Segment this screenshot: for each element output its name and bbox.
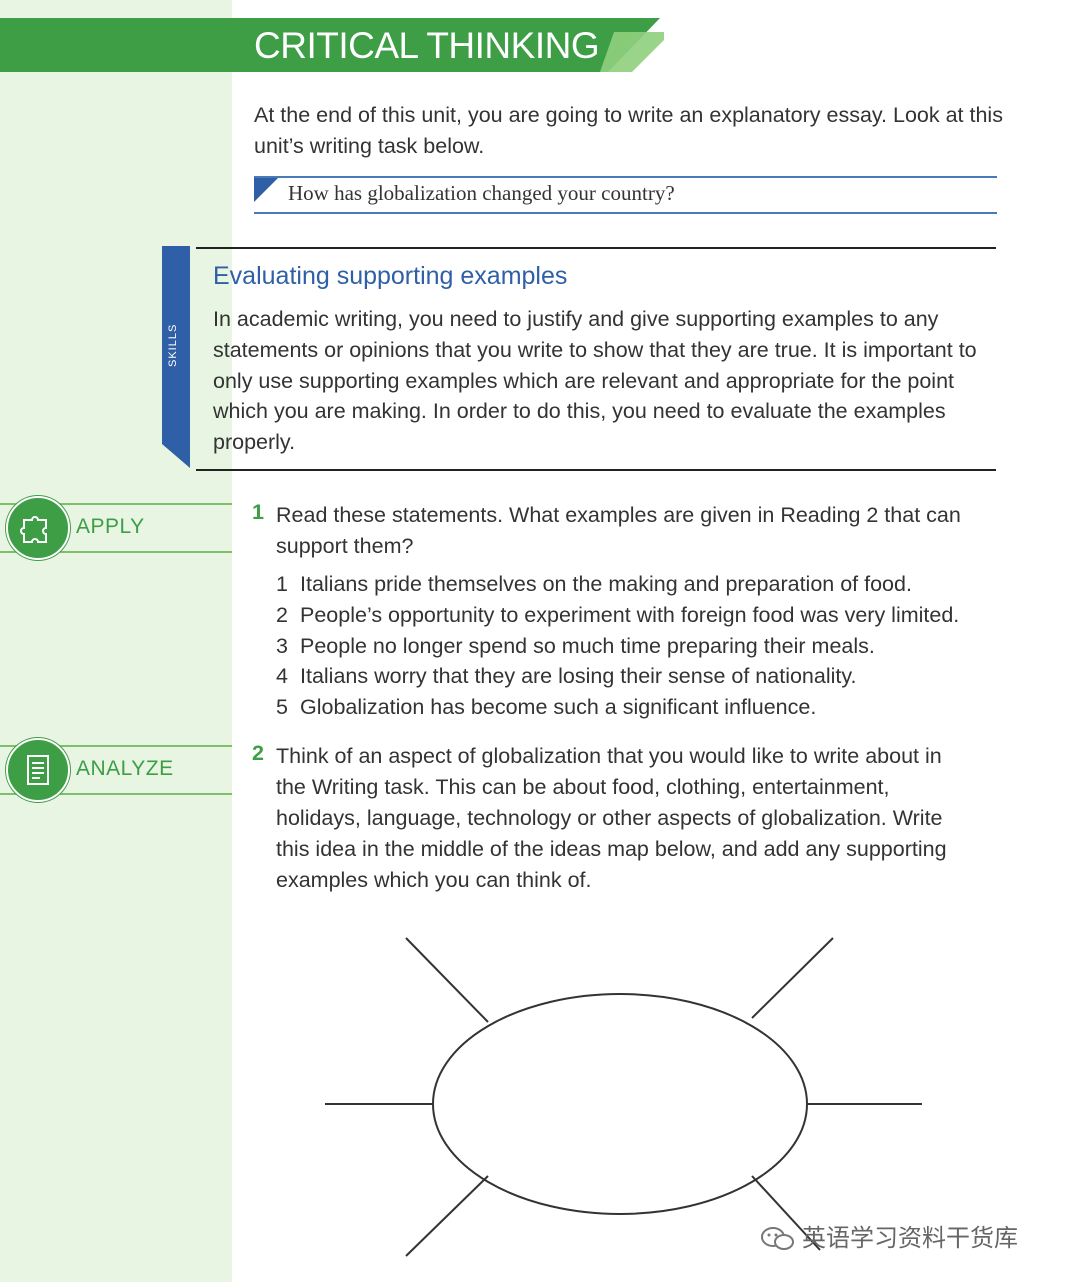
wechat-icon bbox=[761, 1227, 794, 1250]
exercise-1-number: 1 bbox=[252, 500, 264, 524]
ideas-map-center bbox=[432, 993, 808, 1215]
list-item: 3 People no longer spend so much time pre… bbox=[276, 631, 1036, 662]
document-list-icon bbox=[6, 738, 70, 802]
puzzle-icon bbox=[6, 496, 70, 560]
watermark-text: 英语学习资料干货库 bbox=[802, 1224, 1018, 1252]
exercise-1-instruction: Read these statements. What examples are… bbox=[276, 503, 961, 558]
watermark: 英语学习资料干货库 bbox=[760, 1218, 1018, 1253]
ideas-map-spoke bbox=[751, 1175, 821, 1251]
corner-triangle bbox=[254, 178, 278, 202]
list-item: 2 People’s opportunity to experiment with… bbox=[276, 600, 1036, 631]
apply-label-bar bbox=[0, 503, 232, 553]
list-item-text: Italians pride themselves on the making … bbox=[300, 572, 912, 596]
analyze-label: ANALYZE bbox=[76, 757, 174, 780]
skills-box bbox=[196, 247, 996, 471]
analyze-label-bar bbox=[0, 745, 232, 795]
statement-list: 1 Italians pride themselves on the making… bbox=[276, 569, 1036, 723]
list-item-text: Globalization has become such a signific… bbox=[300, 695, 817, 720]
skills-tab-label: SKILLS bbox=[167, 323, 179, 367]
header-banner bbox=[0, 18, 664, 72]
list-item: 4 Italians worry that they are losing the… bbox=[276, 661, 1036, 692]
list-item-text: People no longer spend so much time prep… bbox=[300, 633, 875, 658]
exercise-2-instruction: Think of an aspect of globalization that… bbox=[276, 744, 947, 892]
list-item-text: People’s opportunity to experiment with … bbox=[300, 602, 960, 627]
sidebar-background bbox=[0, 0, 232, 1282]
page-title: CRITICAL THINKING bbox=[254, 25, 600, 66]
list-item-number: 2 bbox=[276, 602, 288, 627]
writing-task-box: How has globalization changed your count… bbox=[254, 176, 997, 214]
list-item: 1 Italians pride themselves on the making… bbox=[276, 569, 1036, 600]
list-item-text: Italians worry that they are losing thei… bbox=[300, 664, 857, 689]
apply-label: APPLY bbox=[76, 515, 145, 538]
ideas-map-spoke bbox=[405, 937, 489, 1023]
writing-task-question: How has globalization changed your count… bbox=[288, 181, 675, 205]
list-item-number: 1 bbox=[276, 572, 288, 596]
list-item-number: 5 bbox=[276, 695, 288, 720]
list-item: 5 Globalization has become such a signifi… bbox=[276, 692, 1036, 723]
list-item-number: 3 bbox=[276, 633, 288, 658]
exercise-2-number: 2 bbox=[252, 741, 264, 765]
ideas-map-spoke bbox=[751, 937, 834, 1019]
ideas-map-spoke bbox=[405, 1175, 489, 1257]
skills-heading: Evaluating supporting examples bbox=[213, 262, 568, 290]
skills-tab bbox=[162, 246, 192, 468]
skills-body: In academic writing, you need to justify… bbox=[213, 307, 977, 455]
list-item-number: 4 bbox=[276, 664, 288, 689]
ideas-map[interactable] bbox=[320, 930, 940, 1265]
intro-paragraph: At the end of this unit, you are going t… bbox=[254, 103, 1003, 158]
